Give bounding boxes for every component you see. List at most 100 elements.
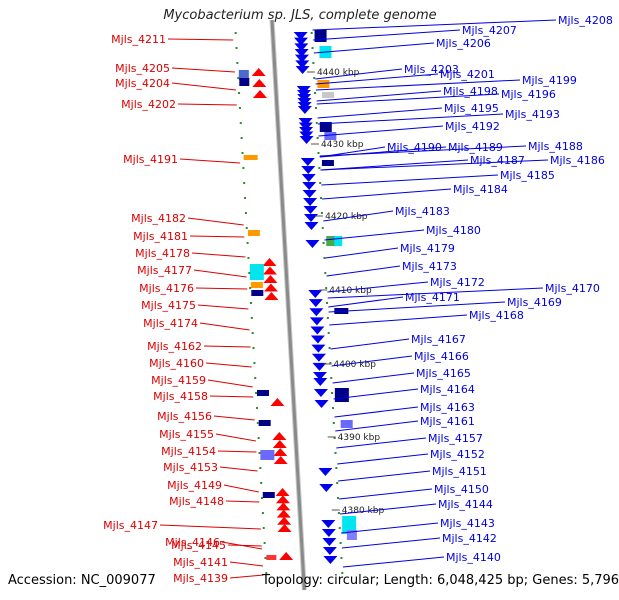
right-leader-line	[317, 107, 443, 119]
right-gene-label: Mjls_4189	[448, 141, 503, 154]
reverse-gene-arrow	[301, 174, 316, 182]
right-tick	[318, 167, 321, 169]
right-tick	[334, 452, 337, 454]
right-gene-label: Mjls_4196	[501, 88, 556, 101]
gene-block	[239, 78, 250, 86]
reverse-gene-arrow	[311, 344, 326, 353]
scale-label: 4410 kbp	[329, 286, 372, 296]
right-gene-label: Mjls_4201	[440, 68, 495, 81]
reverse-gene-arrow	[321, 520, 336, 528]
left-tick	[243, 182, 246, 184]
gene-block	[260, 450, 275, 460]
right-tick	[337, 512, 340, 514]
right-gene-label: Mjls_4208	[558, 14, 613, 27]
reverse-gene-arrow	[321, 529, 336, 537]
scale-label: 4420 kbp	[325, 212, 368, 222]
forward-gene-arrow	[263, 283, 278, 292]
left-gene-label: Mjls_4204	[115, 77, 170, 90]
right-leader-line	[336, 437, 427, 449]
gene-features	[238, 30, 357, 564]
right-tick	[332, 422, 335, 424]
left-leader-line	[189, 235, 245, 238]
right-leader-line	[313, 29, 461, 41]
left-leader-line	[159, 524, 261, 530]
left-leader-line	[187, 217, 244, 226]
left-gene-label: Mjls_4160	[149, 357, 204, 370]
left-gene-label: Mjls_4202	[121, 98, 176, 111]
right-leader-line	[341, 522, 439, 534]
reverse-gene-arrow	[323, 556, 338, 564]
left-tick	[249, 287, 252, 289]
reverse-gene-arrow	[293, 32, 308, 40]
reverse-gene-arrow	[294, 49, 309, 57]
left-leader-line	[223, 484, 259, 493]
right-leader-line	[328, 296, 404, 308]
right-leader-line	[334, 406, 419, 418]
left-gene-label: Mjls_4148	[169, 495, 224, 508]
gene-block	[321, 160, 334, 166]
left-tick	[246, 242, 249, 244]
right-tick	[314, 107, 317, 109]
reverse-gene-arrow	[309, 317, 324, 326]
left-leader-line	[171, 82, 237, 91]
right-gene-label: Mjls_4152	[430, 448, 485, 461]
left-tick	[249, 302, 252, 304]
left-gene-label: Mjls_4211	[111, 33, 166, 46]
left-gene-label: Mjls_4139	[173, 572, 228, 585]
reverse-gene-arrow	[319, 484, 334, 492]
right-leader-line	[312, 19, 557, 31]
left-gene-label: Mjls_4146	[165, 536, 220, 549]
right-leader-line	[315, 68, 403, 80]
reverse-gene-arrow	[305, 240, 320, 248]
right-tick	[310, 32, 313, 34]
left-gene-label: Mjls_4141	[173, 556, 228, 569]
reverse-gene-arrow	[300, 158, 315, 166]
right-gene-label: Mjls_4195	[444, 102, 499, 115]
right-leader-line	[333, 388, 419, 400]
reverse-gene-arrow	[294, 54, 309, 63]
genome-map: Mycobacterium sp. JLS, complete genome 4…	[8, 8, 619, 591]
left-leader-line	[197, 304, 249, 310]
gene-block	[251, 290, 264, 296]
left-leader-line	[227, 544, 262, 547]
right-gene-label: Mjls_4157	[428, 432, 483, 445]
right-leader-line	[315, 79, 521, 91]
left-tick	[261, 497, 264, 499]
right-leader-line	[319, 145, 527, 157]
left-tick	[263, 542, 266, 544]
right-gene-label: Mjls_4186	[550, 154, 605, 167]
scale-label: 4400 kbp	[334, 360, 377, 370]
forward-gene-arrow	[262, 266, 277, 275]
right-leader-line	[322, 188, 452, 200]
reverse-gene-arrow	[313, 378, 328, 386]
left-tick	[240, 137, 243, 139]
left-tick	[239, 122, 242, 124]
right-tick	[316, 137, 319, 139]
right-tick	[325, 302, 328, 304]
right-leader-line	[332, 372, 415, 384]
right-tick	[336, 482, 339, 484]
right-tick	[329, 362, 332, 364]
left-tick	[244, 197, 247, 199]
right-leader-line	[327, 287, 544, 299]
right-tick	[331, 407, 334, 409]
reverse-gene-arrow	[311, 353, 326, 362]
left-gene-label: Mjls_4191	[123, 153, 178, 166]
gene-block	[330, 236, 343, 246]
scale-label: 4390 kbp	[338, 433, 381, 443]
left-leader-line	[217, 450, 257, 453]
reverse-gene-arrow	[314, 400, 329, 408]
gene-block	[317, 80, 330, 88]
right-tick	[335, 467, 338, 469]
reverse-gene-arrow	[295, 66, 310, 74]
left-tick	[264, 557, 267, 559]
right-leader-line	[338, 470, 431, 482]
left-leader-line	[229, 561, 264, 567]
right-leader-line	[321, 174, 499, 186]
right-tick	[321, 227, 324, 229]
right-gene-label: Mjls_4163	[420, 401, 475, 414]
right-leader-line	[342, 556, 445, 568]
forward-gene-arrow	[263, 275, 278, 283]
left-tick	[242, 167, 245, 169]
reverse-gene-arrow	[318, 468, 333, 476]
